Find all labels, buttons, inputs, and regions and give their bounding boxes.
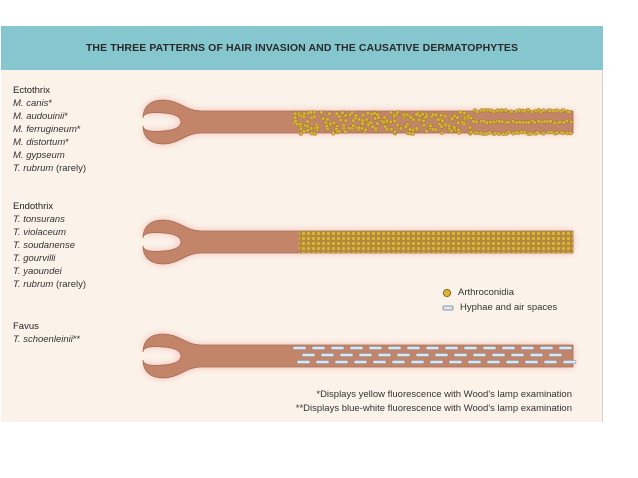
legend: Arthroconidia Hyphae and air spaces [442, 285, 557, 315]
species-item: M. gypseum [13, 150, 65, 161]
species-item: M. ferrugineum* [13, 124, 81, 135]
species-item: T. yaoundei [13, 266, 62, 277]
species-item: T. soudanense [13, 240, 75, 251]
legend-item-hyphae: Hyphae and air spaces [442, 300, 557, 315]
species-item: M. distortum* [13, 137, 69, 148]
ectothrix-group: Ectothrix M. canis* M. audouinii* M. ferru… [13, 84, 86, 175]
legend-hyphae-label: Hyphae and air spaces [460, 302, 558, 313]
endothrix-group: Endothrix T. tonsurans T. violaceum T. sou… [13, 200, 86, 291]
favus-group: Favus T. schoenleinii** [13, 320, 80, 346]
hair-shaft-ectothrix [142, 99, 574, 145]
hyphae-swatch-icon [442, 305, 454, 310]
footnotes: *Displays yellow fluorescence with Wood'… [296, 388, 572, 416]
legend-arthroconidia-label: Arthroconidia [458, 287, 514, 298]
legend-item-arthroconidia: Arthroconidia [442, 285, 557, 300]
species-item: M. canis* [13, 98, 53, 109]
hair-shaft-favus [142, 333, 574, 379]
figure-panel: THE THREE PATTERNS OF HAIR INVASION AND … [1, 26, 603, 422]
ectothrix-label: Ectothrix [13, 85, 50, 96]
figure-title: THE THREE PATTERNS OF HAIR INVASION AND … [85, 42, 519, 54]
species-item: M. audouinii* [13, 111, 68, 122]
species-item: T. tonsurans [13, 214, 65, 225]
endothrix-label: Endothrix [13, 201, 54, 212]
species-item: T. rubrum (rarely) [13, 279, 87, 290]
species-item: T. violaceum [13, 227, 66, 238]
title-bar: THE THREE PATTERNS OF HAIR INVASION AND … [1, 26, 603, 70]
ectothrix-arthroconidia [292, 107, 574, 136]
arthroconidia-swatch-icon [442, 288, 452, 297]
favus-hyphae [292, 346, 577, 364]
species-item: T. schoenleinii** [13, 334, 81, 345]
favus-label: Favus [13, 321, 39, 332]
footnote-blue-white: **Displays blue-white fluorescence with … [295, 403, 572, 414]
footnote-yellow: *Displays yellow fluorescence with Wood'… [316, 389, 572, 400]
species-item: T. gourvilli [13, 253, 56, 264]
species-item: T. rubrum (rarely) [13, 163, 87, 174]
hair-diagram [142, 99, 577, 379]
endothrix-arthroconidia [299, 231, 573, 253]
